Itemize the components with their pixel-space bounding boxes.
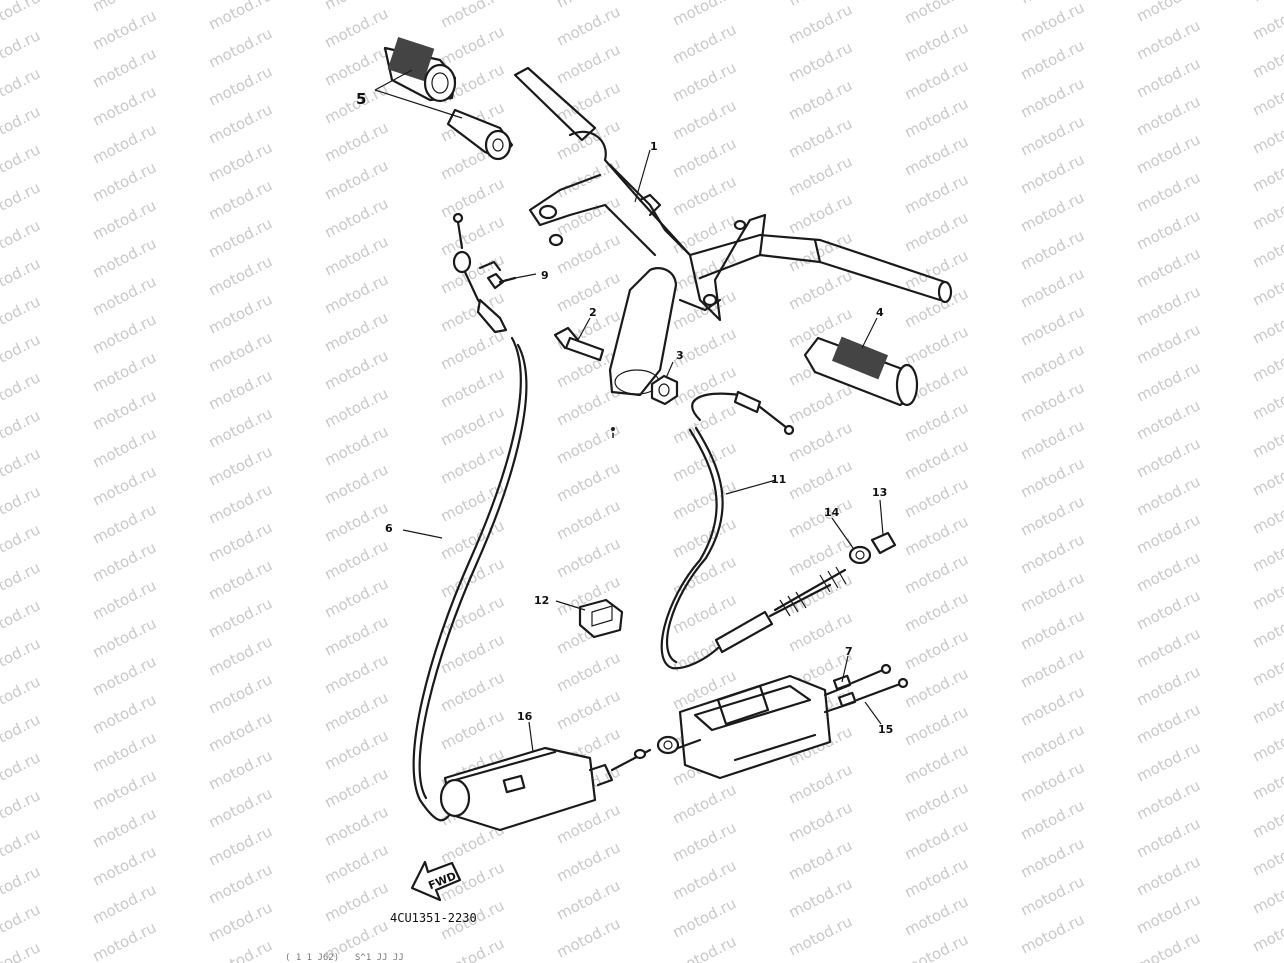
watermark-text: motod.ru xyxy=(1250,566,1284,613)
label-part-7: 7 xyxy=(845,645,853,658)
label-part-3: 3 xyxy=(676,349,684,362)
part-number-labels: 5 1 2 3 4 9 6 11 13 14 12 16 7 15 xyxy=(356,90,893,736)
leader-lines xyxy=(374,69,884,753)
watermark-text: motod.ru xyxy=(0,786,43,833)
watermark-text: motod.ru xyxy=(1250,414,1284,461)
watermark-text: motod.ru xyxy=(1250,224,1284,271)
watermark-text: motod.ru xyxy=(0,444,43,491)
label-part-6: 6 xyxy=(385,522,393,535)
small-mark xyxy=(611,427,615,438)
watermark-text: motod.ru xyxy=(0,900,43,947)
watermark-text: motod.ru xyxy=(1250,870,1284,917)
watermark-text: motod.ru xyxy=(0,216,43,263)
label-part-4: 4 xyxy=(876,306,884,319)
watermark-text: motod.ru xyxy=(1250,110,1284,157)
watermark-text: motod.ru xyxy=(1250,148,1284,195)
watermark-text: motod.ru xyxy=(1250,376,1284,423)
watermark-text: motod.ru xyxy=(0,862,43,909)
watermark-text: motod.ru xyxy=(1250,642,1284,689)
cable-part-11 xyxy=(660,390,847,670)
watermark-text: motod.ru xyxy=(1250,832,1284,879)
nut-part-3 xyxy=(650,374,679,406)
throttle-grip-part-5 xyxy=(383,36,514,161)
watermark-text: motod.ru xyxy=(0,26,43,73)
watermark-text: motod.ru xyxy=(1250,300,1284,347)
adjuster-nut-part-14 xyxy=(848,545,872,565)
watermark-text: motod.ru xyxy=(0,672,43,719)
label-part-14: 14 xyxy=(824,506,840,519)
label-part-16: 16 xyxy=(517,710,533,723)
diagram-code: 4CU1351-2230 xyxy=(390,911,477,925)
watermark-text: motod.ru xyxy=(0,748,43,795)
watermark-text: motod.ru xyxy=(1250,0,1284,44)
watermark-text: motod.ru xyxy=(1250,490,1284,537)
watermark-text: motod.ru xyxy=(1250,34,1284,81)
watermark-text: motod.ru xyxy=(1250,908,1284,955)
watermark-text: motod.ru xyxy=(1250,338,1284,385)
junction-box-right xyxy=(656,674,832,780)
watermark-text: motod.ru xyxy=(0,140,43,187)
clamp-part-12 xyxy=(578,598,624,639)
watermark-text: motod.ru xyxy=(0,558,43,605)
inner-cable-part-7 xyxy=(823,663,892,697)
throttle-cable-part-6 xyxy=(412,212,528,822)
label-part-15: 15 xyxy=(878,723,893,736)
watermark-text: motod.ru xyxy=(1250,604,1284,651)
watermark-text: motod.ru xyxy=(0,254,43,301)
watermark-text: motod.ru xyxy=(0,292,43,339)
footer-faint-left: ( 1 1 J62) xyxy=(285,953,339,963)
label-part-5: 5 xyxy=(356,90,366,108)
watermark-text: motod.ru xyxy=(1250,262,1284,309)
watermark-text: motod.ru xyxy=(0,330,43,377)
watermark-text: motod.ru xyxy=(1250,528,1284,575)
watermark-text: motod.ru xyxy=(0,710,43,757)
label-part-12: 12 xyxy=(534,594,549,607)
watermark-text: motod.ru xyxy=(1250,756,1284,803)
watermark-text: motod.ru xyxy=(0,102,43,149)
watermark-text: motod.ru xyxy=(0,178,43,225)
watermark-text: motod.ru xyxy=(1250,186,1284,233)
label-part-1: 1 xyxy=(650,140,658,153)
footer-faint-right: S^1 JJ JJ xyxy=(355,953,404,963)
label-part-2: 2 xyxy=(589,306,597,319)
watermark-text: motod.ru xyxy=(0,634,43,681)
left-grip-part-4 xyxy=(803,336,919,407)
handlebar-part-1 xyxy=(513,66,953,397)
watermark-text: motod.ru xyxy=(1250,794,1284,841)
watermark-text: motod.ru xyxy=(1250,680,1284,727)
watermark-text: motod.ru xyxy=(0,482,43,529)
watermark-text: motod.ru xyxy=(0,520,43,567)
watermark-text: motod.ru xyxy=(1250,72,1284,119)
watermark-text: motod.ru xyxy=(0,596,43,643)
watermark-text: motod.ru xyxy=(0,938,43,963)
label-part-11: 11 xyxy=(771,473,786,486)
watermark-text: motod.ru xyxy=(1250,0,1284,6)
junction-box-part-16 xyxy=(439,746,652,832)
watermark-text: motod.ru xyxy=(1250,452,1284,499)
watermark-text: motod.ru xyxy=(0,824,43,871)
watermark-text: motod.ru xyxy=(0,64,43,111)
watermark-text: motod.ru xyxy=(1250,718,1284,765)
watermark-text: motod.ru xyxy=(0,406,43,453)
cap-part-13 xyxy=(870,531,897,555)
label-part-9: 9 xyxy=(541,269,549,282)
label-part-13: 13 xyxy=(872,486,887,499)
watermark-text: motod.ru xyxy=(0,368,43,415)
inner-cable-part-15 xyxy=(823,677,909,714)
